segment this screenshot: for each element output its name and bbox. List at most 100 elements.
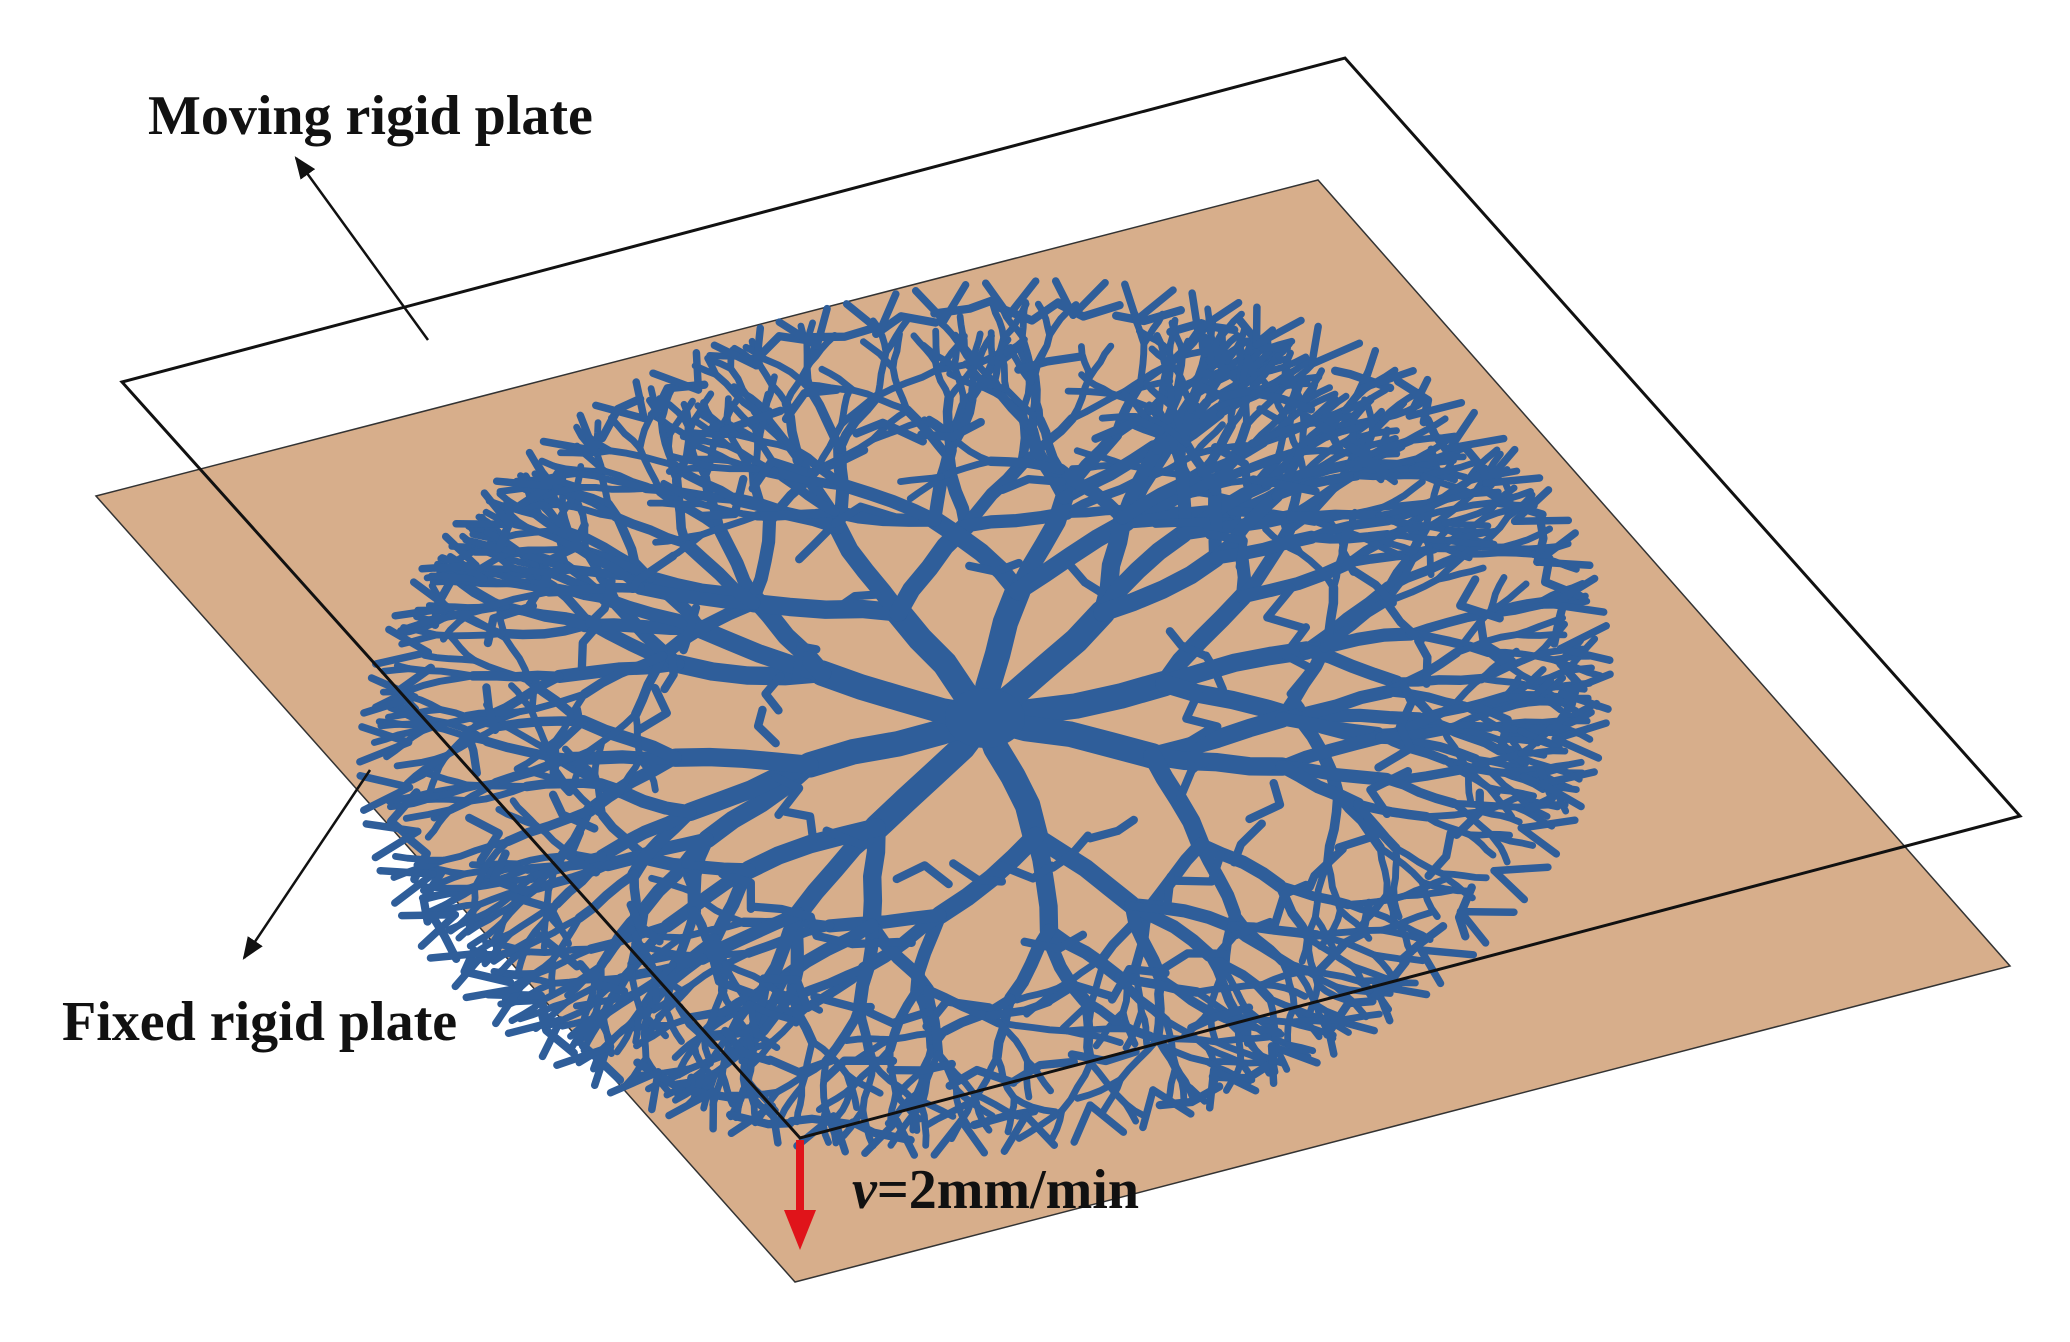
specimen-strut	[508, 892, 564, 929]
specimen-strut	[907, 1093, 957, 1120]
specimen-strut	[576, 960, 629, 996]
specimen-strut	[1308, 339, 1364, 368]
specimen-strut	[1051, 277, 1077, 319]
specimen-strut	[1178, 1078, 1188, 1104]
specimen-strut	[579, 651, 668, 699]
specimen-strut	[1063, 1027, 1124, 1046]
specimen-strut	[1344, 892, 1409, 908]
specimen-strut	[1353, 799, 1432, 822]
specimen-strut	[577, 621, 602, 672]
specimen-strut	[1149, 1086, 1195, 1118]
specimen-strut	[595, 805, 697, 863]
specimen-strut	[1372, 981, 1394, 1025]
specimen-strut	[1305, 844, 1347, 892]
specimen-strut	[956, 313, 968, 351]
specimen-strut	[1374, 723, 1415, 772]
specimen-strut	[819, 1058, 830, 1113]
specimen-strut	[911, 287, 948, 325]
specimen-strut	[1557, 670, 1614, 698]
specimen-strut	[1517, 824, 1561, 858]
specimen-strut	[876, 290, 900, 335]
specimen-strut	[842, 300, 884, 335]
specimen-strut	[1376, 844, 1426, 886]
specimen-strut	[1174, 337, 1192, 376]
specimen-strut	[698, 474, 748, 521]
specimen-strut	[1417, 946, 1478, 959]
specimen-strut	[1275, 760, 1365, 811]
specimen-strut	[1078, 371, 1115, 398]
moving-plate-leader-arrow	[294, 156, 430, 341]
specimen-strut	[1209, 1066, 1260, 1095]
specimen-strut	[1078, 343, 1093, 381]
specimen-strut	[543, 582, 645, 597]
specimen-strut	[636, 755, 659, 794]
specimen-strut	[1490, 866, 1529, 904]
specimen-strut	[1120, 390, 1150, 421]
specimen-strut	[761, 373, 778, 415]
specimen-strut	[1035, 415, 1065, 475]
specimen-strut	[1143, 746, 1292, 776]
specimen-strut	[522, 914, 583, 950]
specimen-strut	[959, 457, 1029, 533]
specimen-strut	[1299, 367, 1325, 407]
specimen-strut	[452, 520, 514, 529]
specimen-strut	[372, 648, 432, 668]
specimen-strut	[1031, 331, 1054, 380]
specimen-strut	[1378, 926, 1429, 944]
specimen-strut	[679, 537, 761, 610]
specimen-strut	[777, 472, 840, 517]
specimen-strut	[572, 470, 650, 492]
specimen-strut	[632, 710, 644, 763]
specimen-strut	[648, 1068, 662, 1114]
specimen-strut	[1517, 747, 1569, 757]
specimen-strut	[1342, 440, 1390, 479]
specimen-strut	[576, 411, 598, 455]
specimen-strut	[628, 551, 678, 594]
specimen-strut	[1020, 930, 1088, 954]
specimen-strut	[940, 281, 970, 325]
specimen-strut	[1209, 530, 1318, 565]
specimen-strut	[937, 457, 995, 481]
specimen-strut	[464, 904, 513, 936]
specimen-strut	[451, 949, 488, 991]
specimen-strut	[1275, 730, 1387, 774]
specimen-strut	[1053, 463, 1130, 525]
specimen-strut	[665, 1087, 718, 1120]
specimen-strut	[1193, 988, 1243, 1027]
specimen-strut	[1519, 761, 1572, 780]
specimen-strut	[631, 651, 668, 719]
specimen-strut	[860, 338, 897, 372]
specimen-strut	[740, 1024, 758, 1059]
specimen-strut	[504, 1016, 565, 1038]
specimen-strut	[822, 826, 873, 849]
specimen-strut	[1210, 443, 1252, 489]
specimen-strut	[749, 902, 815, 921]
specimen-strut	[981, 279, 1013, 320]
specimen-strut	[744, 594, 908, 622]
specimen-strut	[1203, 1058, 1265, 1067]
specimen-strut	[666, 747, 819, 775]
specimen-strut	[1188, 289, 1202, 334]
specimen-strut	[1405, 609, 1491, 639]
specimen-strut	[427, 884, 478, 915]
specimen-strut	[918, 1102, 930, 1149]
specimen-strut	[874, 366, 941, 400]
specimen-strut	[421, 652, 478, 664]
specimen-strut	[1107, 964, 1170, 1004]
specimen-strut	[848, 937, 916, 949]
specimen-strut	[635, 683, 671, 734]
specimen-strut	[1010, 1094, 1059, 1116]
specimen-hub	[945, 688, 1025, 748]
specimen-strut	[510, 956, 557, 989]
specimen-strut	[1165, 627, 1210, 660]
specimen-strut	[849, 386, 911, 414]
specimen-strut	[1353, 472, 1428, 481]
specimen-strut	[1182, 688, 1222, 731]
specimen-strut	[606, 447, 677, 469]
specimen-strut	[1414, 636, 1432, 688]
specimen-strut	[1278, 957, 1298, 1011]
fixed-plate-label: Fixed rigid plate	[62, 991, 457, 1053]
specimen-strut	[515, 937, 532, 975]
specimen-strut	[1210, 439, 1258, 496]
specimen-strut	[1194, 298, 1243, 334]
